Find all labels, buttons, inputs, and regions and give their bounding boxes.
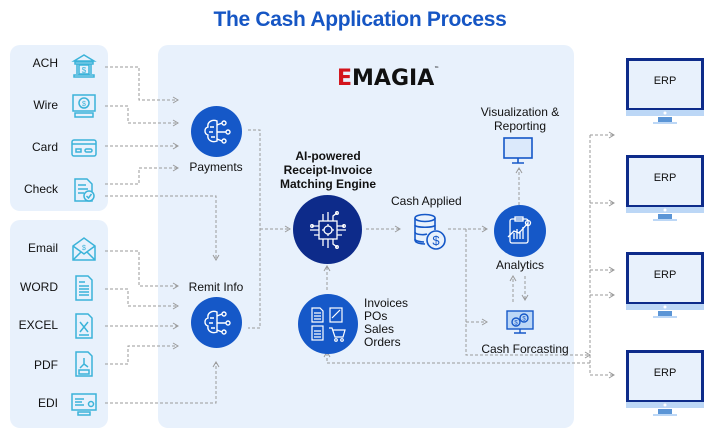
connector-erp-invoices [327, 352, 590, 364]
connector-cash-applied-branch [465, 229, 591, 359]
logo-rest: MAGIA [352, 66, 435, 91]
analytics-report-icon [507, 216, 532, 244]
erp-monitor-icon [626, 252, 704, 318]
erp-label: ERP [653, 75, 677, 87]
wire-transfer-icon: $ [70, 92, 98, 120]
email-icon: $ [70, 235, 98, 263]
engine-title-line2: Receipt-Invoice [283, 163, 373, 177]
check-document-icon [70, 176, 98, 204]
erp-monitor-icon [626, 58, 704, 124]
connector-edi-remit [105, 361, 220, 404]
logo-trademark: ™ [434, 66, 440, 72]
erp-system-2: ERP [626, 155, 704, 223]
ai-brain-icon [203, 119, 231, 144]
source-label-ach: ACH [32, 56, 58, 70]
ai-chip-icon [309, 210, 346, 249]
analytics-label: Analytics [495, 258, 545, 272]
pdf-document-icon [70, 350, 98, 378]
erp-system-3: ERP [626, 252, 704, 320]
svg-text:$: $ [522, 317, 526, 323]
cash-forecasting-icon: $$ [505, 309, 535, 342]
invoices-label-line3: Sales [364, 322, 395, 336]
source-label-check: Check [23, 182, 58, 196]
invoices-label-line2: POs [364, 309, 388, 323]
connector-pdf-remit [105, 342, 179, 365]
connector-wire-payments [105, 105, 179, 127]
page-title: The Cash Application Process [213, 8, 507, 31]
credit-card-icon [70, 134, 98, 162]
connector-word-remit [105, 288, 179, 310]
monitor-icon [502, 136, 534, 171]
svg-text:$: $ [432, 233, 440, 248]
remit-info-node [191, 297, 242, 348]
emagia-logo: EMAGIA™ [337, 66, 439, 91]
source-label-card: Card [31, 140, 58, 154]
bank-icon: $ [70, 52, 98, 80]
excel-document-icon [70, 312, 98, 340]
cash-forecasting-label: Cash Forcasting [481, 342, 569, 356]
cash-database-icon: $ [412, 212, 448, 257]
erp-system-1: ERP [626, 58, 704, 126]
payments-node [191, 106, 242, 157]
word-document-icon [70, 274, 98, 302]
ai-brain-icon [203, 310, 231, 335]
edi-terminal-icon [70, 390, 98, 418]
svg-text:$: $ [82, 101, 86, 108]
matching-engine-node [293, 195, 362, 264]
source-label-excel: EXCEL [18, 318, 58, 332]
source-label-pdf: PDF [34, 358, 58, 372]
invoices-label-line4: Orders [364, 335, 401, 349]
source-label-edi: EDI [37, 396, 58, 410]
connector-ach-payments [105, 66, 179, 104]
connector-check-remit [105, 195, 220, 261]
connector-email-remit [105, 250, 179, 290]
analytics-node [494, 205, 546, 257]
invoices-node [298, 294, 358, 354]
visualization-label-line2: Reporting [493, 119, 547, 133]
erp-monitor-icon [626, 155, 704, 221]
invoices-label-line1: Invoices [364, 296, 409, 310]
source-label-email: Email [27, 241, 58, 255]
logo-first-letter: E [337, 66, 353, 91]
erp-label: ERP [653, 172, 677, 184]
visualization-label-line1: Visualization & [480, 105, 560, 119]
erp-label: ERP [653, 269, 677, 281]
connector-check-payments [105, 164, 179, 185]
engine-title-line3: Matching Engine [280, 177, 376, 191]
svg-text:$: $ [82, 245, 86, 252]
payments-label: Payments [189, 160, 243, 174]
engine-title-line1: AI-powered [295, 149, 361, 163]
svg-text:$: $ [82, 66, 87, 75]
erp-monitor-icon [626, 350, 704, 416]
svg-text:$: $ [514, 321, 518, 327]
erp-system-4: ERP [626, 350, 704, 418]
documents-cart-icon [311, 307, 346, 342]
cash-applied-label: Cash Applied [391, 194, 462, 208]
source-label-wire: Wire [33, 98, 58, 112]
source-label-word: WORD [20, 280, 58, 294]
erp-label: ERP [653, 367, 677, 379]
remit-info-label: Remit Info [188, 280, 244, 294]
